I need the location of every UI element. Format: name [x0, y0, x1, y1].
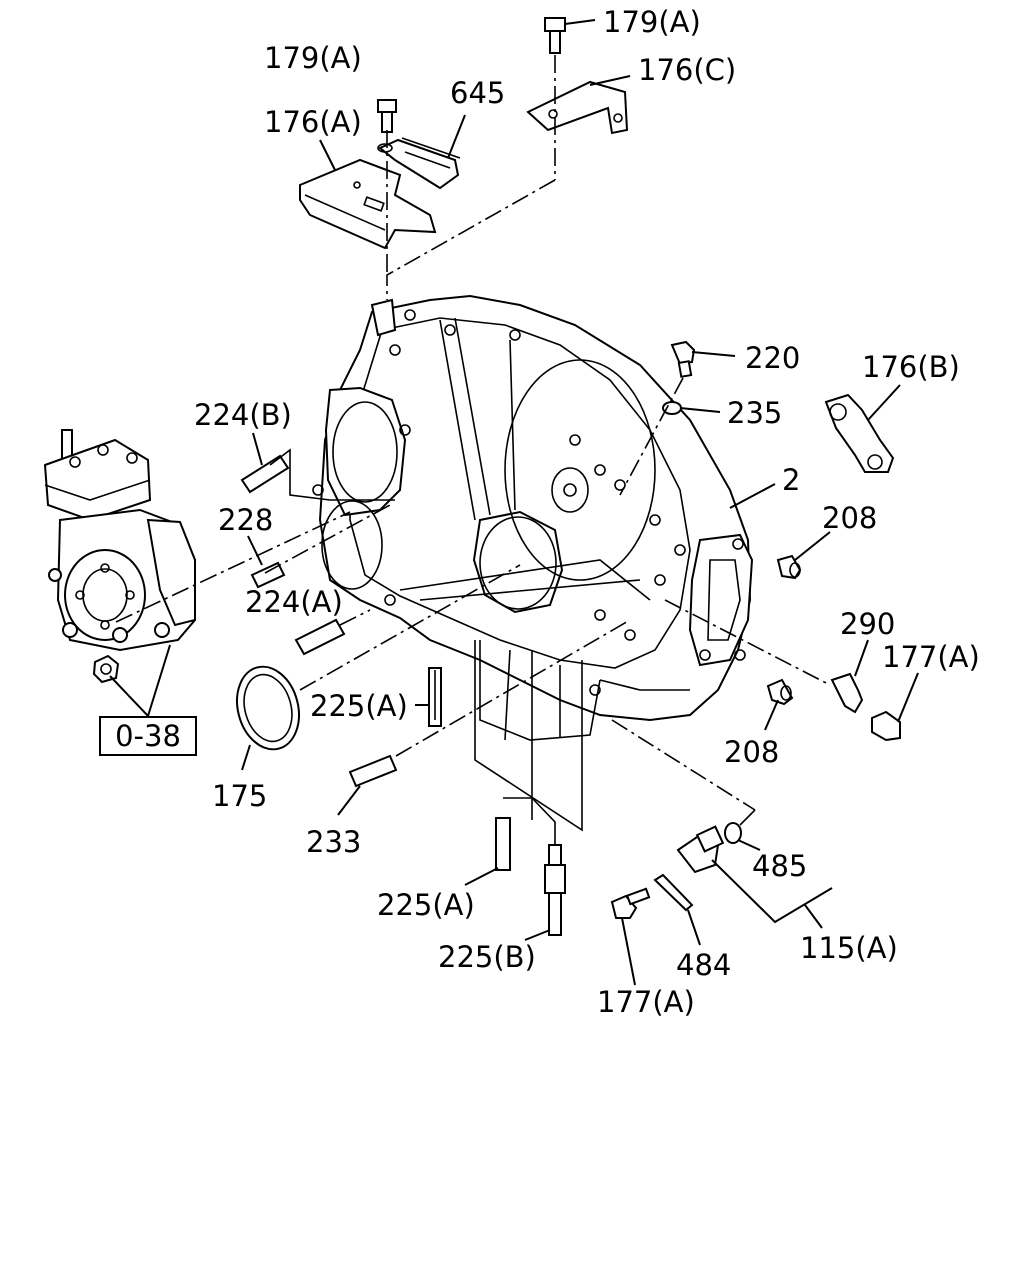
callout-175: 175 [212, 779, 267, 813]
callout-224b: 224(B) [194, 398, 292, 432]
reference-box-label: 0-38 [115, 719, 181, 753]
oil-seal-175 [236, 665, 300, 751]
stud-224a [294, 618, 346, 656]
callout-484: 484 [676, 948, 731, 982]
stud-228 [250, 561, 286, 589]
callout-290: 290 [840, 607, 895, 641]
callout-179a-top: 179(A) [603, 5, 701, 39]
callout-220: 220 [745, 341, 800, 375]
flywheel-housing [312, 294, 754, 741]
callout-233: 233 [306, 825, 361, 859]
bolt-179a-left [377, 99, 397, 133]
callout-176a: 176(A) [264, 105, 362, 139]
reference-box[interactable] [99, 716, 197, 756]
pin-290 [830, 672, 864, 714]
stud-225b [544, 844, 566, 936]
bolt-177a-right [871, 710, 901, 742]
callout-177a-right: 177(A) [882, 640, 980, 674]
callout-179a-left: 179(A) [264, 41, 362, 75]
callout-225a-bottom: 225(A) [377, 888, 475, 922]
callout-235: 235 [727, 396, 782, 430]
sensor-115a [676, 825, 725, 874]
callout-224a: 224(A) [245, 585, 343, 619]
bolt-179a-top [544, 17, 566, 54]
compressor-nut [92, 654, 120, 684]
callout-176b: 176(B) [862, 350, 960, 384]
oring-235 [662, 401, 682, 415]
bracket-176c [526, 80, 629, 135]
callout-208-bottom: 208 [724, 735, 779, 769]
stud-225a-bottom [495, 817, 511, 871]
callout-177a-bottom: 177(A) [597, 985, 695, 1019]
dowel-208-top [776, 554, 802, 580]
callout-115a: 115(A) [800, 931, 898, 965]
air-compressor [43, 429, 196, 652]
bolt-220 [670, 340, 696, 378]
callout-225a-mid: 225(A) [310, 689, 408, 723]
callout-225b: 225(B) [438, 940, 536, 974]
oring-485 [724, 822, 742, 844]
callout-485: 485 [752, 849, 807, 883]
bolt-177a-bottom [610, 887, 651, 919]
stud-233 [348, 754, 398, 788]
callout-645: 645 [450, 76, 505, 110]
bracket-484 [653, 873, 694, 912]
stud-224b [240, 454, 290, 494]
callout-176c: 176(C) [638, 53, 736, 87]
bracket-176b [824, 393, 895, 473]
callout-208-top: 208 [822, 501, 877, 535]
callout-228: 228 [218, 503, 273, 537]
callout-2: 2 [782, 463, 800, 497]
dowel-208-bottom [766, 678, 794, 706]
